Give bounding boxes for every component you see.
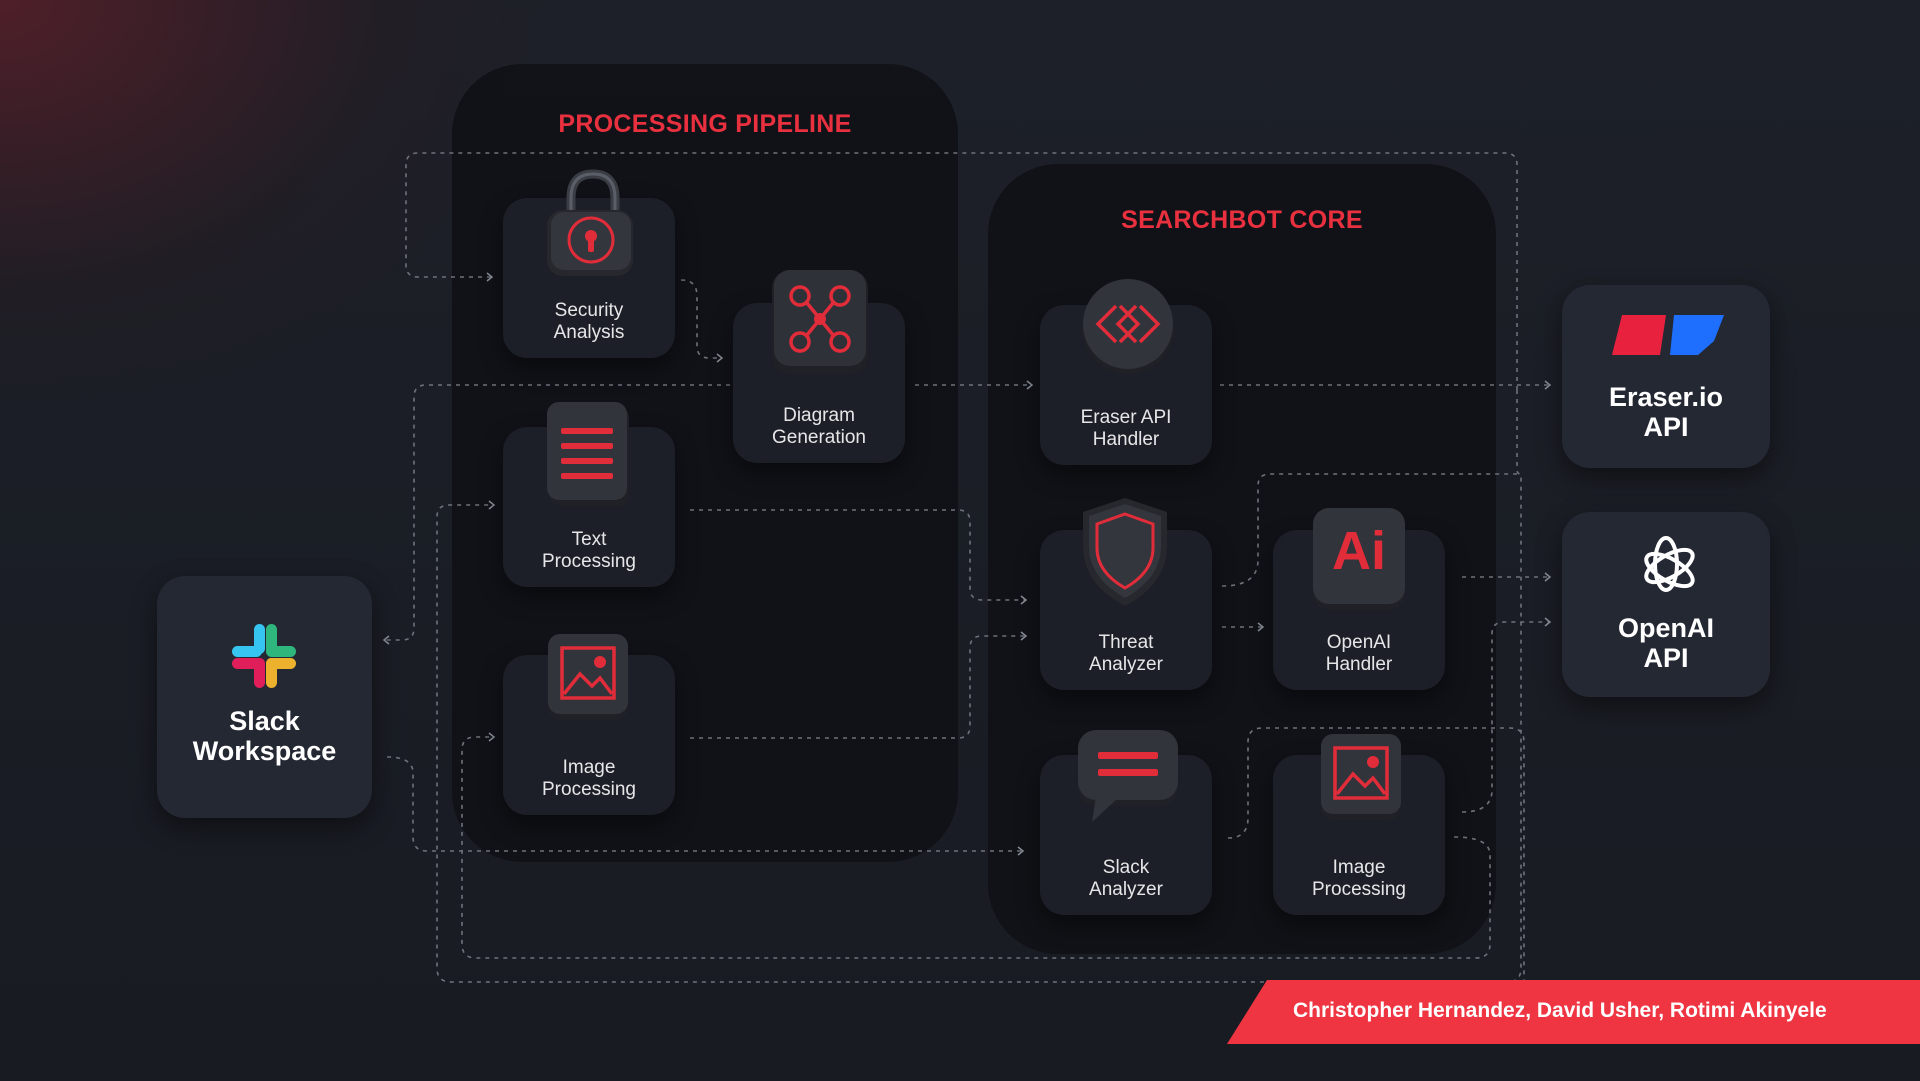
image-icon <box>1317 732 1405 824</box>
openai-api-node[interactable]: OpenAI API <box>1562 512 1770 697</box>
slack-workspace-node[interactable]: Slack Workspace <box>157 576 372 818</box>
shield-icon <box>1077 494 1173 610</box>
edge-image-to-threat <box>690 636 1026 738</box>
slack-analyzer-label: Slack Analyzer <box>1040 857 1212 901</box>
slack-workspace-label: Slack Workspace <box>157 706 372 766</box>
image-processing-label: Image Processing <box>503 757 675 801</box>
lock-icon <box>541 166 641 284</box>
chat-bubble-icon <box>1074 728 1182 828</box>
adobe-ai-glyph: Ai <box>1313 520 1405 582</box>
openai-logo-icon <box>1632 534 1700 602</box>
diagram-generation-label: Diagram Generation <box>733 405 905 449</box>
edge-security-to-diagram <box>681 280 722 358</box>
code-brackets-icon <box>1080 274 1176 378</box>
security-analysis-label: Security Analysis <box>503 300 675 344</box>
openai-api-label: OpenAI API <box>1562 613 1770 673</box>
eraser-api-handler-label: Eraser API Handler <box>1040 407 1212 451</box>
adobe-ai-icon: Ai <box>1313 508 1405 604</box>
eraser-api-node[interactable]: Eraser.io API <box>1562 285 1770 468</box>
slack-logo-icon <box>228 620 300 692</box>
image-icon <box>544 632 632 724</box>
core-image-processing-label: Image Processing <box>1273 857 1445 901</box>
edge-slack-to-pipeline-bus <box>387 757 1023 851</box>
openai-handler-label: OpenAI Handler <box>1273 632 1445 676</box>
eraser-logo-icon <box>1610 313 1730 357</box>
authors-text: Christopher Hernandez, David Usher, Roti… <box>1293 999 1827 1023</box>
diagram-network-icon <box>768 266 872 378</box>
edge-image-core-to-openai-api <box>1462 622 1550 812</box>
text-processing-label: Text Processing <box>503 529 675 573</box>
threat-analyzer-label: Threat Analyzer <box>1040 632 1212 676</box>
document-text-icon <box>543 400 635 508</box>
authors-banner: Christopher Hernandez, David Usher, Roti… <box>1227 980 1920 1044</box>
edge-text-to-threat <box>690 510 1026 600</box>
eraser-api-label: Eraser.io API <box>1562 382 1770 442</box>
